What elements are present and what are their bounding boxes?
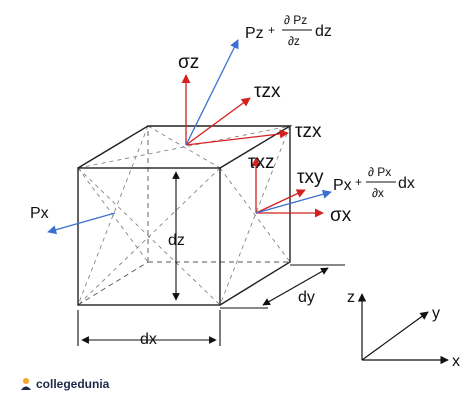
tau-xy-label: τxy (297, 167, 324, 188)
px-tail: dx (398, 175, 415, 192)
px-numerator: ∂ Px (368, 165, 391, 179)
right-face-stresses: τxz τxy σx (248, 152, 352, 226)
cube-hidden-edges (77, 126, 290, 306)
logo-text: collegedunia (36, 377, 110, 391)
px-left-label: Px (30, 205, 49, 222)
sigma-x-label: σx (330, 205, 352, 226)
pz-base: Pz (245, 25, 264, 42)
dz-label: dz (168, 232, 185, 249)
cube-diagonals (77, 125, 291, 306)
pz-tail: dz (315, 23, 332, 40)
dz-dimension: dz (168, 171, 185, 301)
tau-zx-right-label: τzx (295, 121, 322, 142)
top-face-stresses: σz τzx τzx (178, 39, 322, 146)
pz-numerator: ∂ Pz (284, 13, 307, 27)
collegedunia-logo: collegedunia (20, 374, 109, 394)
tau-xz-label: τxz (248, 152, 275, 173)
pz-plus: + (268, 23, 275, 37)
coordinate-axes: z y x (347, 289, 460, 370)
left-face-resultant: Px (30, 205, 116, 235)
axis-x-label: x (452, 353, 460, 370)
pz-expression: Pz + ∂ Pz ∂z dz (245, 13, 332, 48)
px-denominator: ∂x (372, 186, 384, 200)
logo-mark-icon (21, 378, 31, 390)
dx-label: dx (140, 331, 157, 348)
sigma-z-label: σz (178, 52, 199, 73)
axis-y-label: y (432, 305, 440, 322)
dy-label: dy (298, 289, 315, 306)
axis-z-label: z (347, 289, 355, 306)
px-base: Px (333, 177, 352, 194)
px-expression: Px + ∂ Px ∂x dx (333, 165, 415, 200)
pz-denominator: ∂z (288, 34, 300, 48)
dx-dimension: dx (77, 310, 221, 348)
px-plus: + (355, 175, 362, 189)
cube-visible-edges (77, 125, 293, 306)
tau-zx-top-label: τzx (254, 81, 281, 102)
dy-dimension: dy (220, 264, 345, 309)
